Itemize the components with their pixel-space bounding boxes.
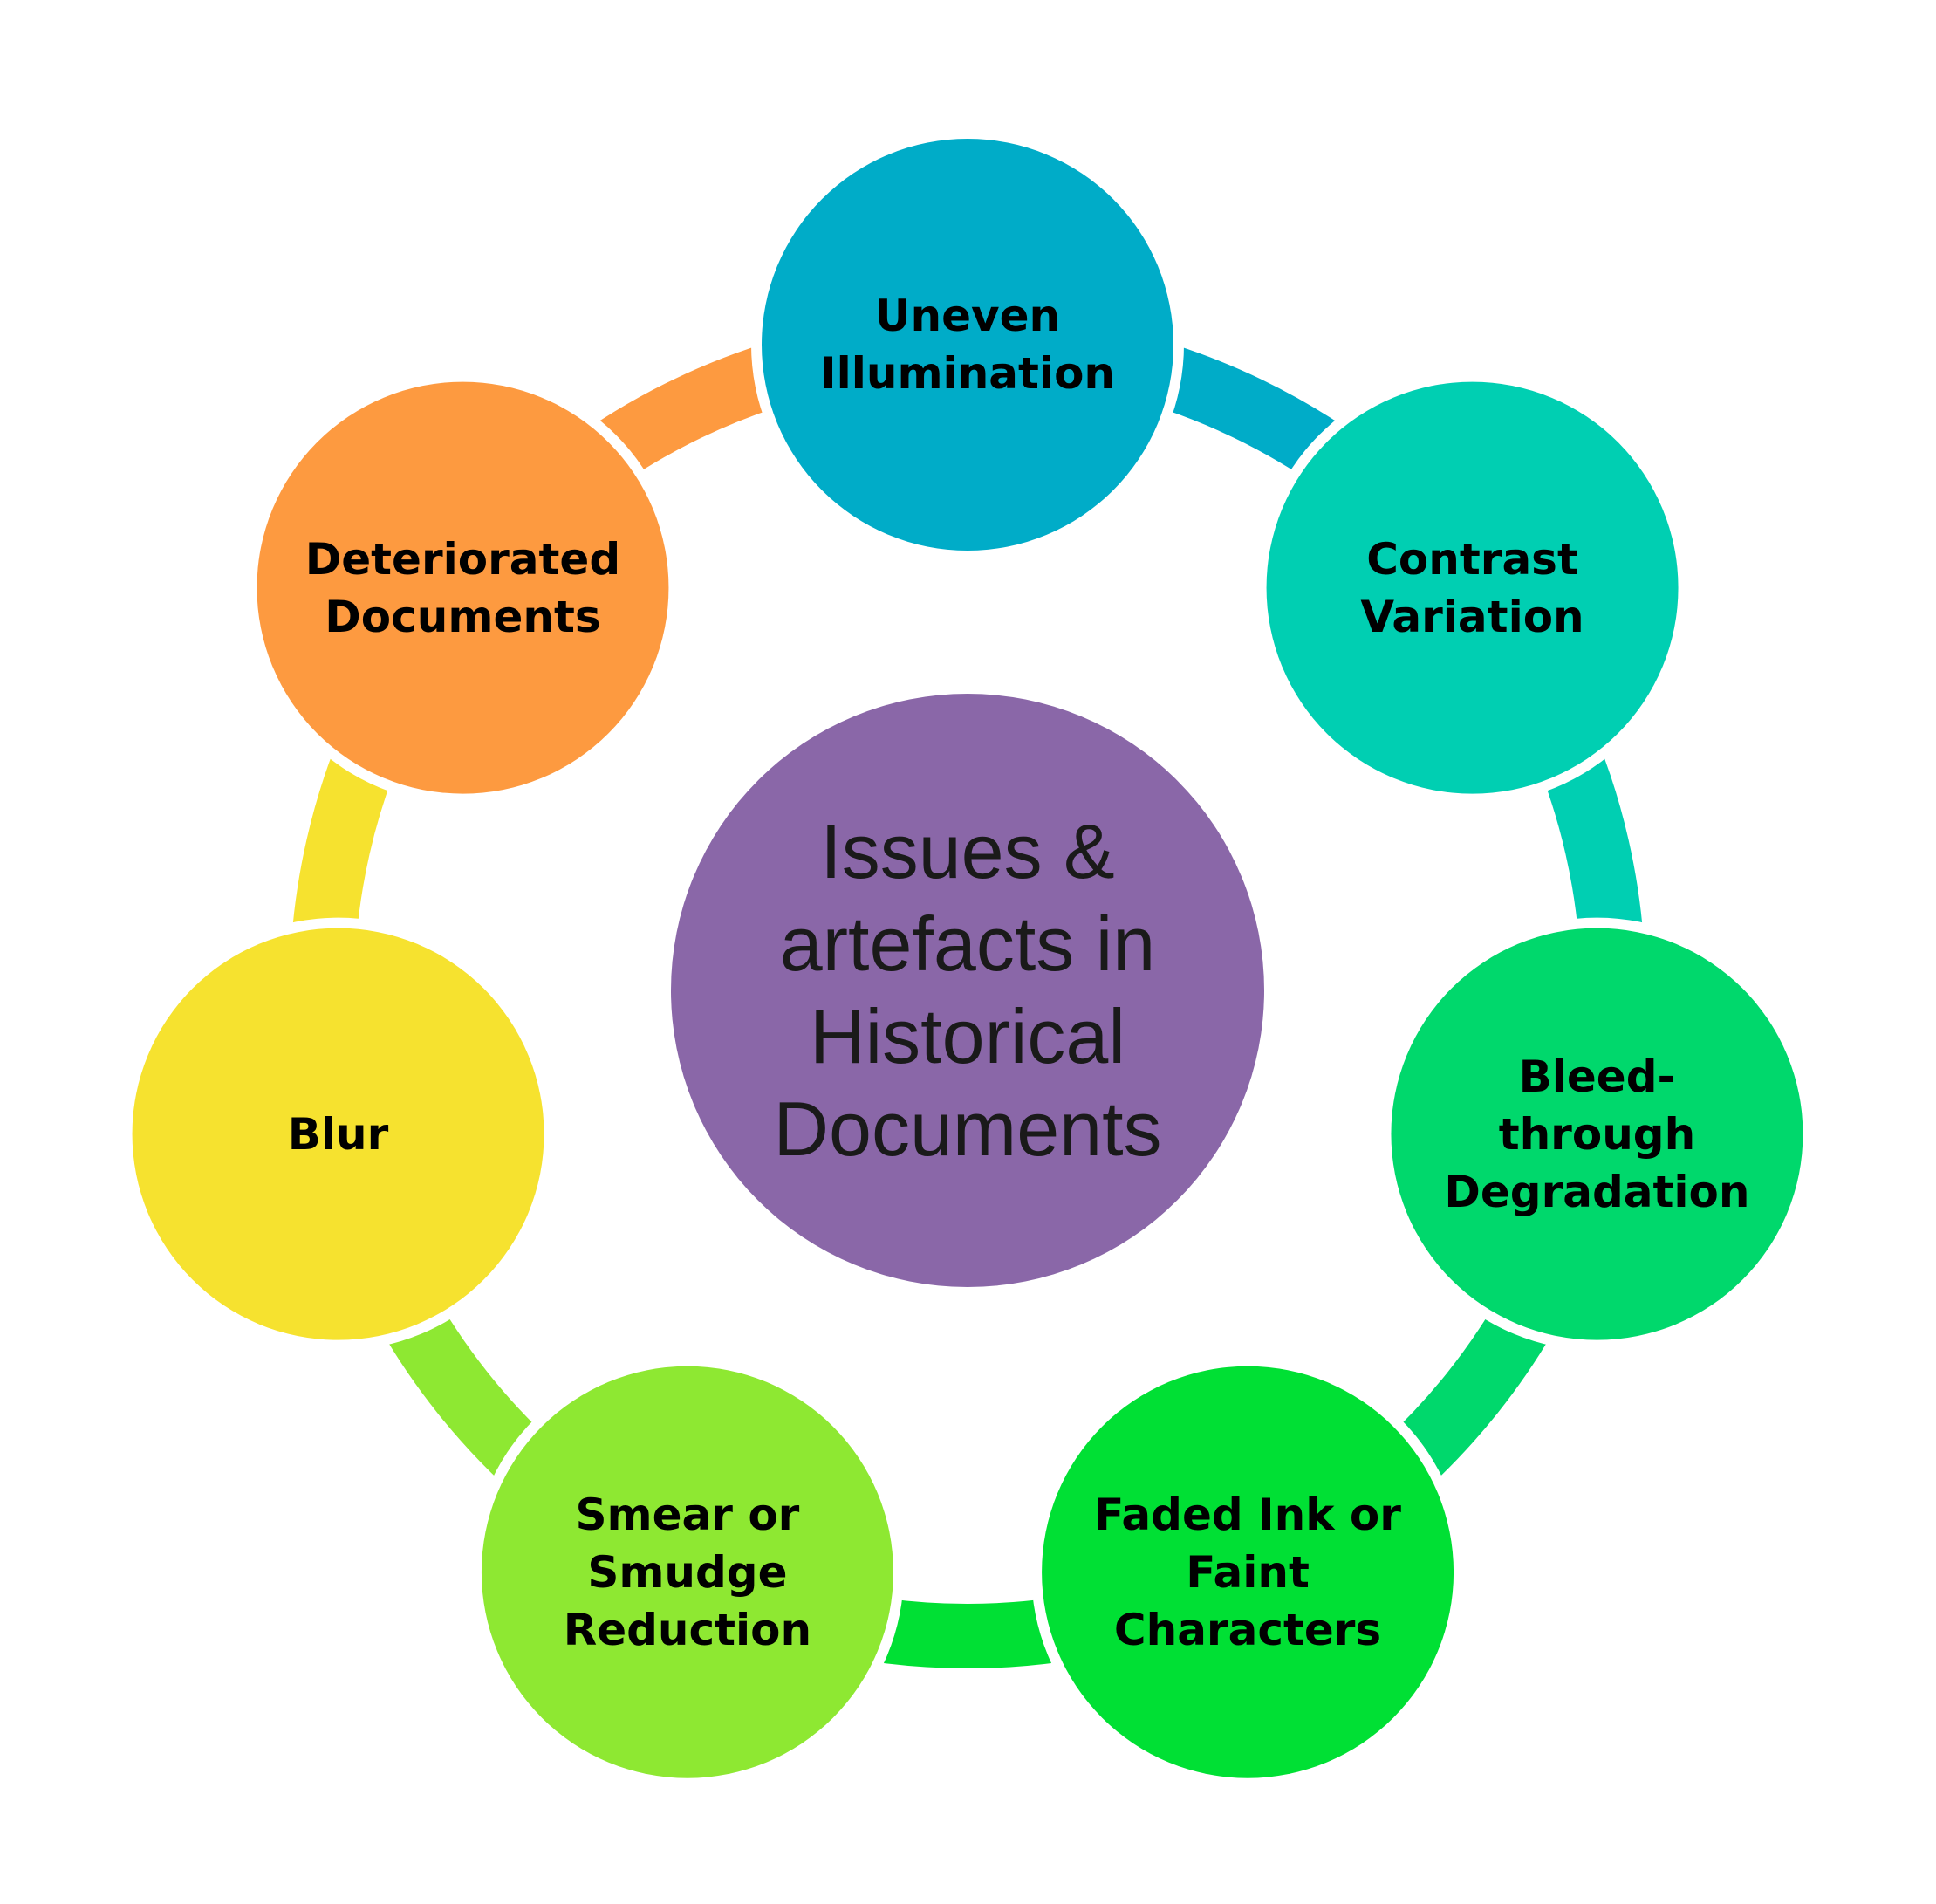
node-circle-smear-smudge bbox=[481, 1366, 893, 1778]
node-circle-uneven-illumination bbox=[762, 139, 1173, 551]
node-circle-deteriorated-documents bbox=[257, 381, 669, 794]
node-circles bbox=[121, 128, 1814, 1789]
center-circle bbox=[671, 694, 1264, 1287]
node-circle-bleed-through-degradation bbox=[1391, 928, 1803, 1340]
node-circle-faded-ink bbox=[1042, 1366, 1454, 1778]
node-circle-blur bbox=[132, 928, 544, 1340]
node-circle-contrast-variation bbox=[1266, 381, 1679, 794]
